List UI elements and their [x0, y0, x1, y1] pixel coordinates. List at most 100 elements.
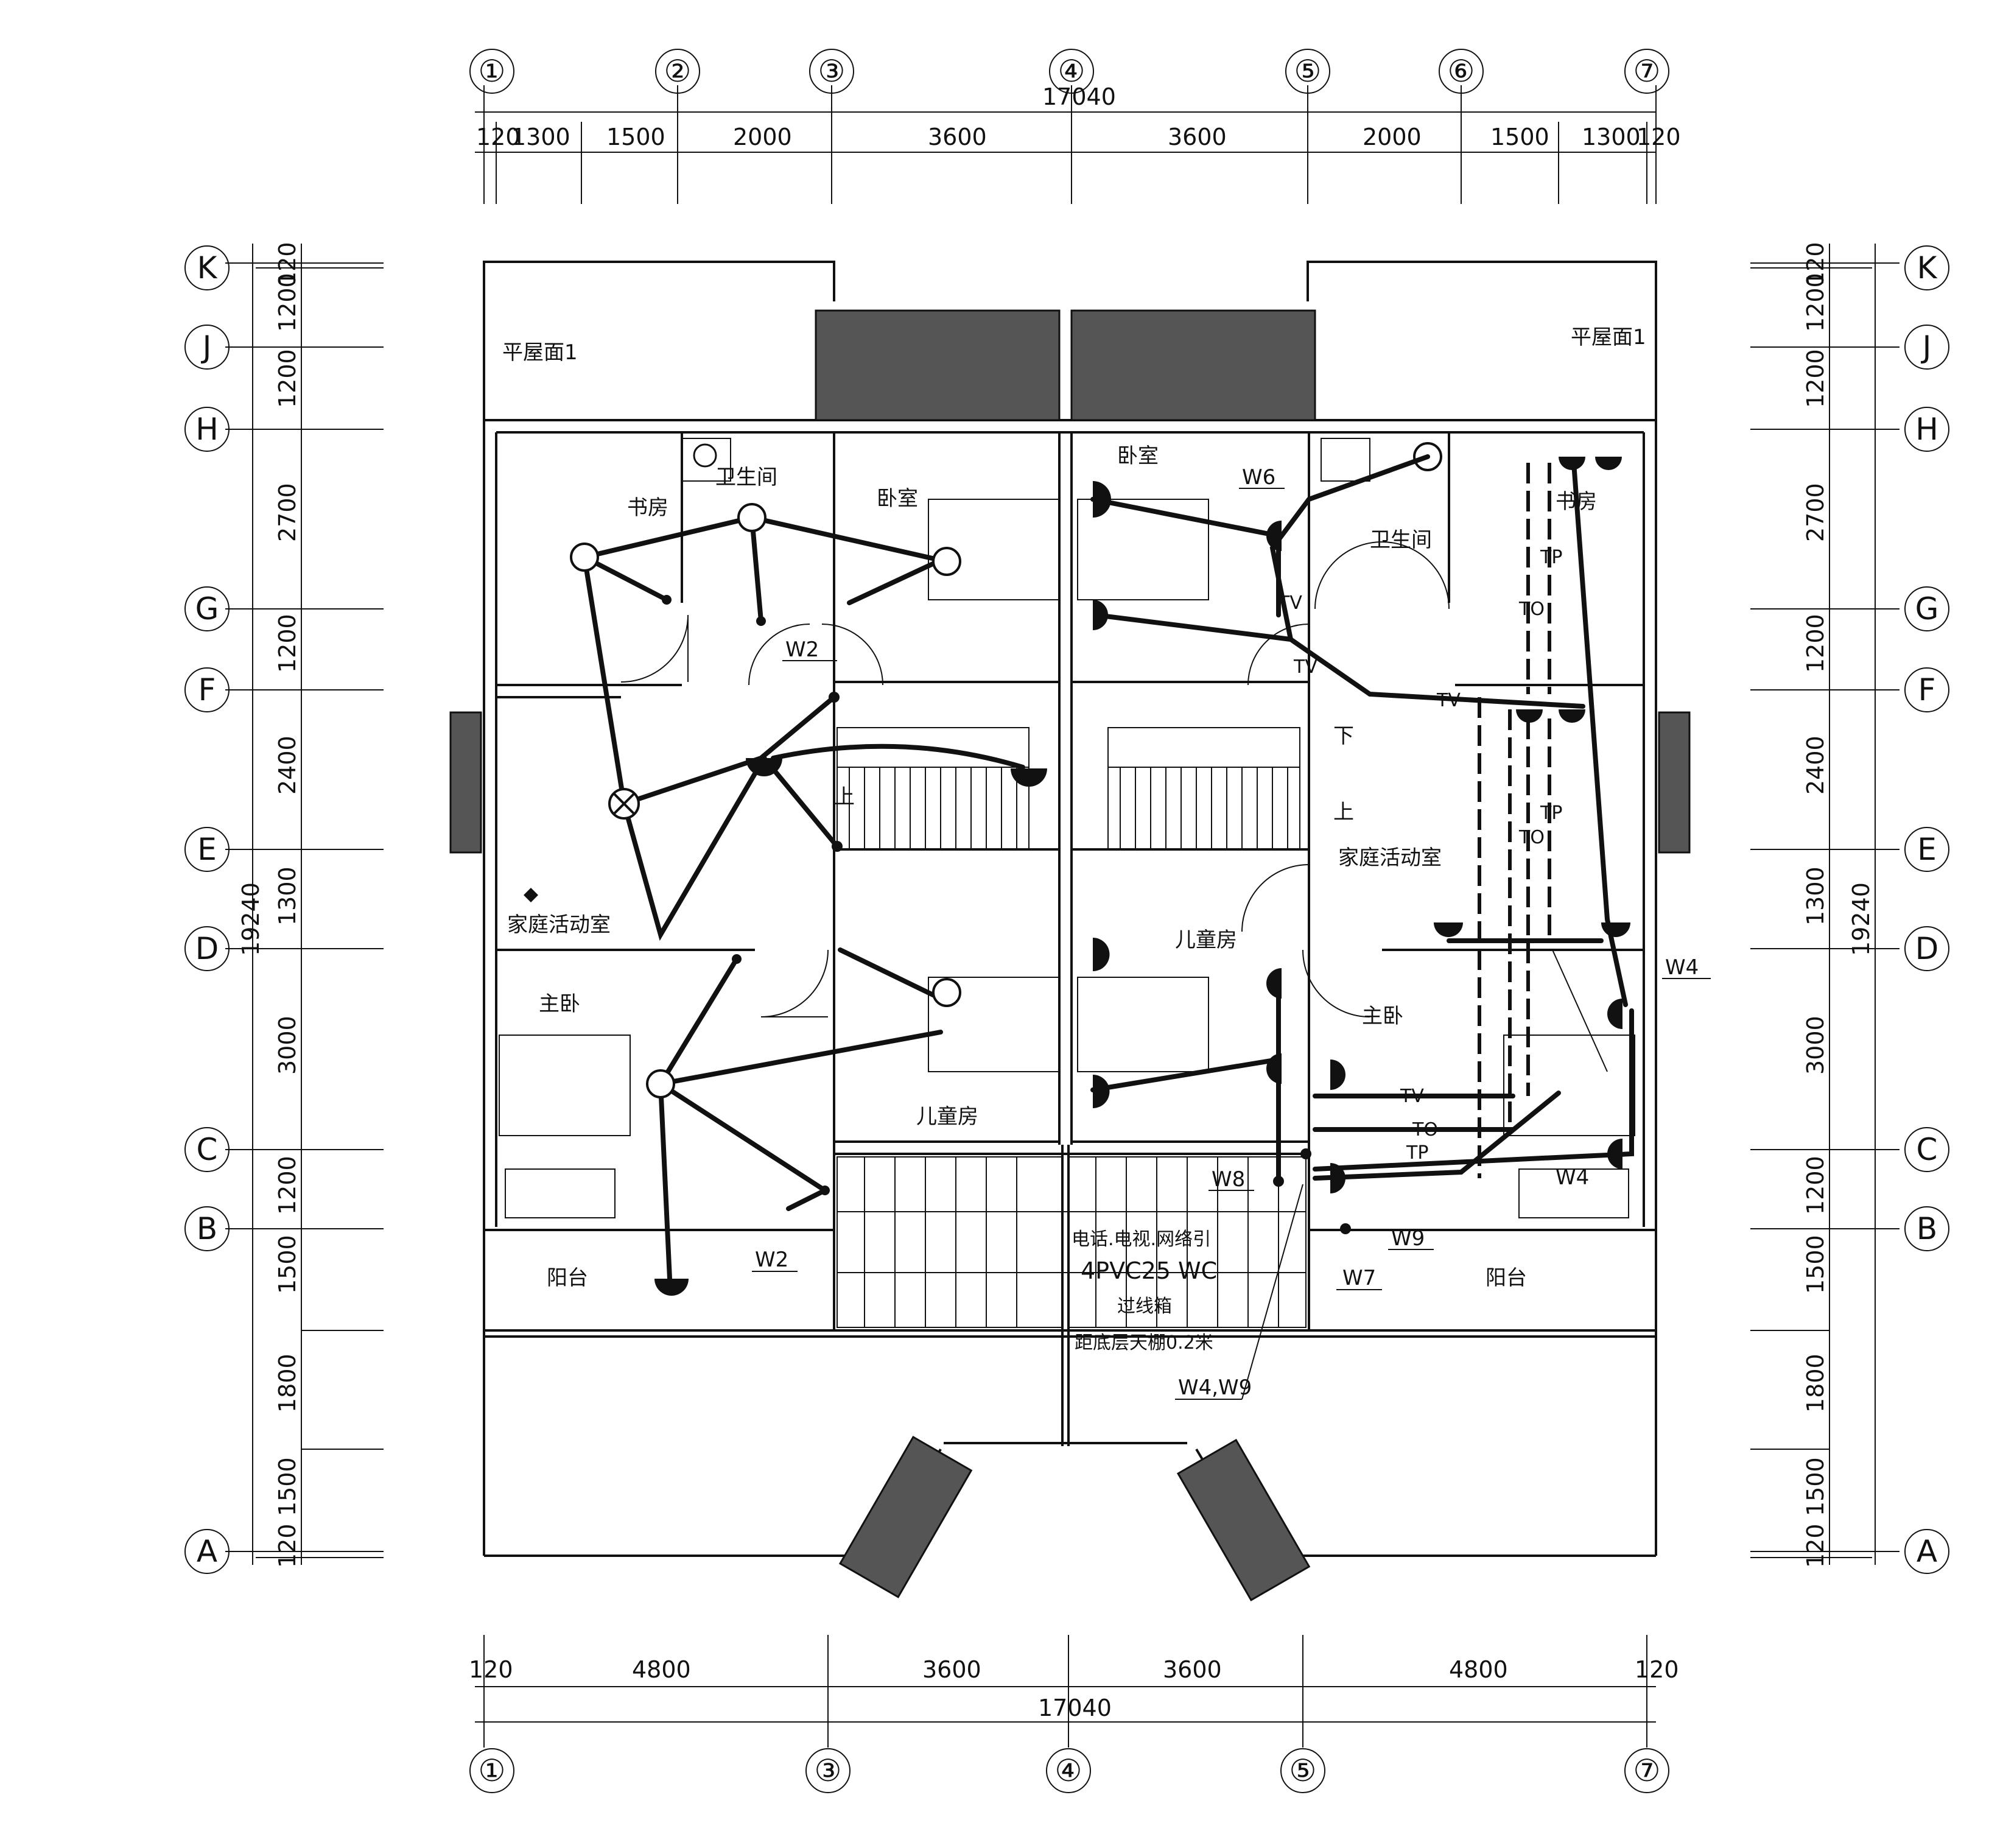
circuit-labels: W2 W2 W6 W4 W4 W8 W7 W9 W4,W9	[752, 465, 1711, 1400]
ceiling-outlet-icon	[1559, 457, 1585, 470]
axis-label: ③	[815, 1753, 842, 1788]
light-fixtures	[524, 442, 1442, 1296]
dim-text: 3600	[1163, 1656, 1222, 1683]
axis-label: ④	[1058, 54, 1086, 89]
dim-text: 3600	[928, 124, 987, 150]
height-note: 距底层天棚0.2米	[1075, 1332, 1213, 1354]
row-axis-labels: K J H G F E D C B A K J H G F E D C B A	[195, 250, 1939, 1569]
circuit-label: W4	[1556, 1165, 1589, 1190]
dim-text: 1200	[1802, 273, 1829, 332]
top-axis-bubbles: ① ② ③ ④ ⑤ ⑥ ⑦	[469, 49, 1669, 94]
dim-text: 120	[274, 1523, 301, 1568]
axis-label: ④	[1055, 1753, 1082, 1788]
room-label: 下	[1333, 724, 1354, 748]
room-labels: 平屋面1 平屋面1 书房 卫生间 卧室 卧室 卫生间 书房 家庭活动室 家庭活动…	[502, 325, 1646, 1290]
room-label: 阳台	[547, 1266, 588, 1290]
room-label: 卫生间	[1370, 528, 1432, 552]
dim-text: 120	[476, 124, 521, 150]
dim-text: 1500	[1802, 1235, 1829, 1294]
top-dimension-lines	[475, 85, 1657, 204]
dim-text: 3000	[274, 1016, 301, 1075]
room-label: 卧室	[1117, 444, 1159, 468]
data-outlet-icon	[1607, 1139, 1622, 1169]
side-total-dimension: 19240	[1848, 882, 1875, 956]
room-label: 卫生间	[715, 465, 777, 490]
dim-text: 2700	[274, 483, 301, 542]
data-outlet-icon	[1607, 999, 1622, 1029]
axis-label: D	[1915, 931, 1939, 966]
dim-text: 1300	[1802, 866, 1829, 926]
dim-text: 1200	[1802, 349, 1829, 408]
tp-tag: TP	[1540, 803, 1562, 824]
room-label: 平屋面1	[502, 340, 578, 365]
dim-text: 1300	[274, 866, 301, 926]
dim-text: 1500	[274, 1457, 301, 1516]
data-outlet-icon	[1330, 1163, 1345, 1193]
phone-outlet-icon	[1266, 968, 1282, 999]
door-swings	[620, 541, 1450, 1017]
right-side-dimensions: 19240 120 1200 1200 2700 1200 2400 1300 …	[1802, 242, 1875, 1568]
tv-tag: TV	[1400, 1086, 1424, 1107]
axis-label: ⑤	[1289, 1753, 1317, 1788]
bottom-total-dimension: 17040	[1038, 1695, 1112, 1721]
axis-label: B	[1917, 1211, 1937, 1246]
dim-text: 3600	[1168, 124, 1227, 150]
bottom-segment-dimensions: 120 4800 3600 3600 4800 120	[469, 1656, 1679, 1683]
left-axis-system	[225, 244, 384, 1565]
tv-tag: TV	[1436, 690, 1461, 711]
dim-text: 120	[1802, 242, 1829, 286]
roof-tiles	[449, 309, 1691, 1601]
axis-label: J	[201, 329, 212, 365]
axis-label: ⑦	[1633, 1753, 1661, 1788]
switch-icon	[662, 595, 672, 605]
tp-tag: TP	[1540, 547, 1562, 568]
ceiling-light-icon	[646, 1069, 675, 1098]
room-label: 上	[1333, 800, 1354, 824]
room-label: 家庭活动室	[507, 913, 611, 937]
dim-text: 1200	[274, 614, 301, 673]
dim-text: 2000	[733, 124, 792, 150]
dim-text: 1500	[606, 124, 665, 150]
dim-text: 1500	[274, 1235, 301, 1294]
weak-current-wiring	[1090, 454, 1634, 1184]
dim-text: 1800	[1802, 1354, 1829, 1413]
dim-text: 1200	[274, 349, 301, 408]
circuit-label: W8	[1212, 1167, 1245, 1192]
axis-label: ①	[479, 1753, 506, 1788]
axis-label: A	[1917, 1534, 1937, 1569]
axis-label: ①	[479, 54, 506, 89]
room-label: 主卧	[1362, 1004, 1403, 1028]
ceiling-light-icon	[932, 547, 961, 576]
axis-label: J	[1921, 329, 1932, 365]
tp-tag: TP	[1406, 1142, 1428, 1164]
switch-icon	[829, 692, 840, 703]
cable-notes: 电话.电视.网络引 4PVC25 WC 过线箱 距底层天棚0.2米	[1072, 1229, 1217, 1354]
dim-text: 4800	[1449, 1656, 1508, 1683]
axis-label: ②	[664, 54, 692, 89]
dim-text: 1500	[1490, 124, 1549, 150]
ceiling-outlet-icon	[1559, 709, 1585, 723]
ceiling-outlet-icon	[1601, 922, 1630, 937]
fan-light-icon	[608, 788, 640, 820]
wash-basin-icon	[693, 443, 717, 468]
circuit-label: W7	[1342, 1266, 1376, 1290]
axis-label: F	[1918, 672, 1936, 708]
dim-text: 120	[1635, 1656, 1679, 1683]
tv-outlet-icon	[1093, 938, 1110, 971]
tv-tag: TV	[1278, 592, 1302, 614]
axis-label: E	[1917, 832, 1937, 867]
dim-text: 2400	[1802, 736, 1829, 795]
axis-label: A	[197, 1534, 217, 1569]
junction-point-icon	[1340, 1223, 1351, 1234]
dim-text: 2000	[1363, 124, 1422, 150]
stair-treads	[849, 767, 1288, 1327]
circuit-label: W2	[785, 638, 819, 662]
side-total-dimension: 19240	[237, 882, 264, 956]
top-segment-dimensions: 120 1300 1500 2000 3600 3600 2000 1500 1…	[476, 124, 1681, 150]
axis-label: B	[197, 1211, 217, 1246]
conduit-spec: 4PVC25 WC	[1081, 1257, 1217, 1284]
diamond-marker-icon	[524, 888, 538, 902]
axis-label: F	[198, 672, 216, 708]
dim-text: 1200	[1802, 1156, 1829, 1215]
